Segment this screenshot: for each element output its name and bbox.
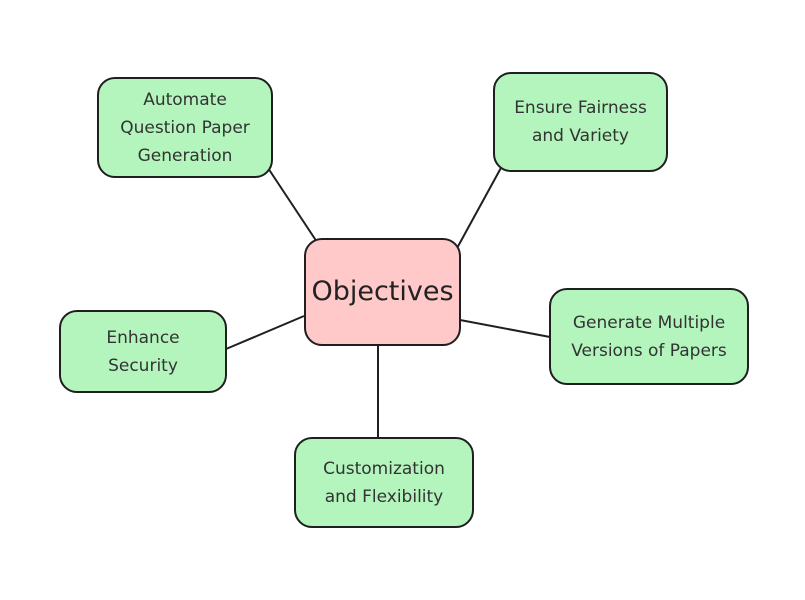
node-generate-multiple-versions[interactable]: Generate Multiple Versions of Papers [549, 288, 749, 385]
node-objectives[interactable]: Objectives [304, 238, 461, 346]
node-label: Automate Question Paper Generation [120, 89, 250, 166]
node-enhance-security[interactable]: Enhance Security [59, 310, 227, 393]
node-ensure-fairness-and-variety[interactable]: Ensure Fairness and Variety [493, 72, 668, 172]
node-customization-and-flexibility[interactable]: Customization and Flexibility [294, 437, 474, 528]
edge-center-versions [459, 319, 551, 338]
node-label: Customization and Flexibility [323, 458, 445, 507]
edge-center-automate [267, 167, 318, 243]
edge-center-fairness [455, 165, 503, 251]
node-label: Enhance Security [106, 327, 180, 376]
node-label: Ensure Fairness and Variety [514, 98, 647, 146]
node-label: Generate Multiple Versions of Papers [571, 312, 727, 361]
node-automate-question-paper-generation[interactable]: Automate Question Paper Generation [97, 77, 273, 178]
edge-center-security [225, 315, 305, 350]
node-label: Objectives [311, 276, 454, 307]
